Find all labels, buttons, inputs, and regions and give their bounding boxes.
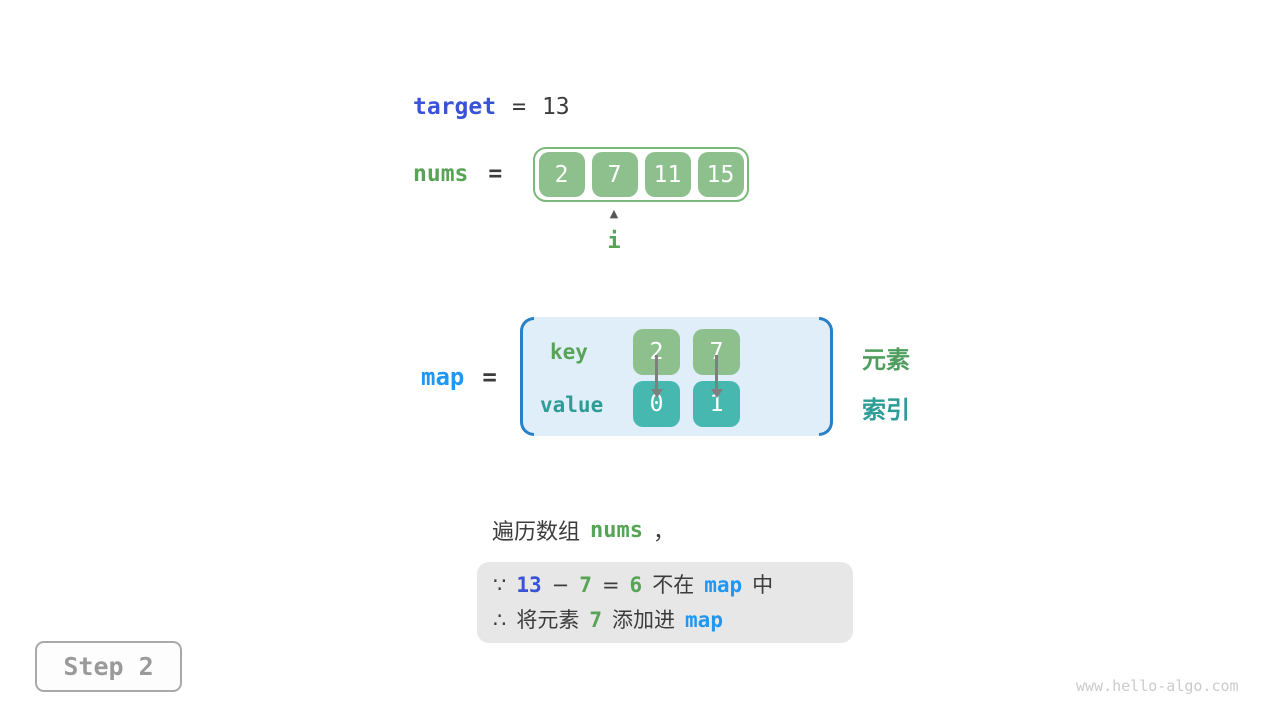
arrow-stem xyxy=(715,355,718,391)
note-box: ∵ 13 − 7 = 6 不在 map 中 ∴ 将元素 7 添加进 map xyxy=(477,562,853,643)
note-add-action: 添加进 xyxy=(612,607,676,632)
arrow-head xyxy=(650,389,663,398)
note-minuend: 13 xyxy=(516,572,542,597)
note-element-value: 7 xyxy=(589,607,603,632)
step-badge: Step 2 xyxy=(35,641,182,692)
arrow-head xyxy=(710,389,723,398)
nums-var-name: nums xyxy=(413,161,469,187)
nums-cell-1: 7 xyxy=(591,152,638,197)
legend-element-label: 元素 xyxy=(862,346,910,374)
note-map-var: map xyxy=(704,572,743,597)
key-to-value-arrow-icon xyxy=(650,355,663,399)
note-equals-sign: = xyxy=(601,572,620,597)
map-right-bracket xyxy=(819,317,833,436)
note-subtrahend: 7 xyxy=(579,572,592,597)
caption-comma: ， xyxy=(653,520,676,545)
map-container: key value 2 7 0 1 xyxy=(520,317,833,436)
note-map-var: map xyxy=(685,607,723,632)
note-minus-sign: − xyxy=(551,572,570,597)
map-assignment: map = xyxy=(421,363,497,391)
note-add-prefix: 将元素 xyxy=(516,607,580,632)
map-value-label: value xyxy=(540,393,604,417)
target-equals-sign: = xyxy=(512,94,526,120)
map-equals-sign: = xyxy=(482,363,497,391)
map-var-name: map xyxy=(421,363,465,391)
nums-cell-0: 2 xyxy=(538,152,585,197)
target-assignment: target = 13 xyxy=(413,94,570,120)
note-difference: 6 xyxy=(629,572,643,597)
legend-index-label: 索引 xyxy=(862,396,910,424)
caption-prefix: 遍历数组 xyxy=(492,520,581,545)
therefore-symbol: ∴ xyxy=(493,607,507,632)
key-to-value-arrow-icon xyxy=(710,355,723,399)
index-pointer-arrow-icon: ▲ xyxy=(609,207,619,220)
arrow-stem xyxy=(655,355,658,391)
target-value: 13 xyxy=(541,94,570,120)
nums-equals-sign: = xyxy=(488,161,503,187)
nums-cell-2: 11 xyxy=(644,152,691,197)
nums-cell-3: 15 xyxy=(697,152,744,197)
note-in-suffix: 中 xyxy=(752,572,774,597)
nums-assignment: nums = xyxy=(413,161,502,187)
target-var-name: target xyxy=(413,94,497,120)
caption-var: nums xyxy=(590,517,643,543)
note-not-in-text: 不在 xyxy=(652,572,695,597)
nums-array: 2 7 11 15 xyxy=(533,147,749,202)
because-symbol: ∵ xyxy=(493,572,507,597)
caption-line: 遍历数组 nums ， xyxy=(492,514,675,546)
map-key-label: key xyxy=(550,340,588,364)
note-line-therefore: ∴ 将元素 7 添加进 map xyxy=(493,604,837,637)
note-line-because: ∵ 13 − 7 = 6 不在 map 中 xyxy=(493,569,837,602)
map-left-bracket xyxy=(520,317,534,436)
watermark: www.hello-algo.com xyxy=(1076,677,1239,695)
index-pointer-label: i xyxy=(607,229,621,254)
